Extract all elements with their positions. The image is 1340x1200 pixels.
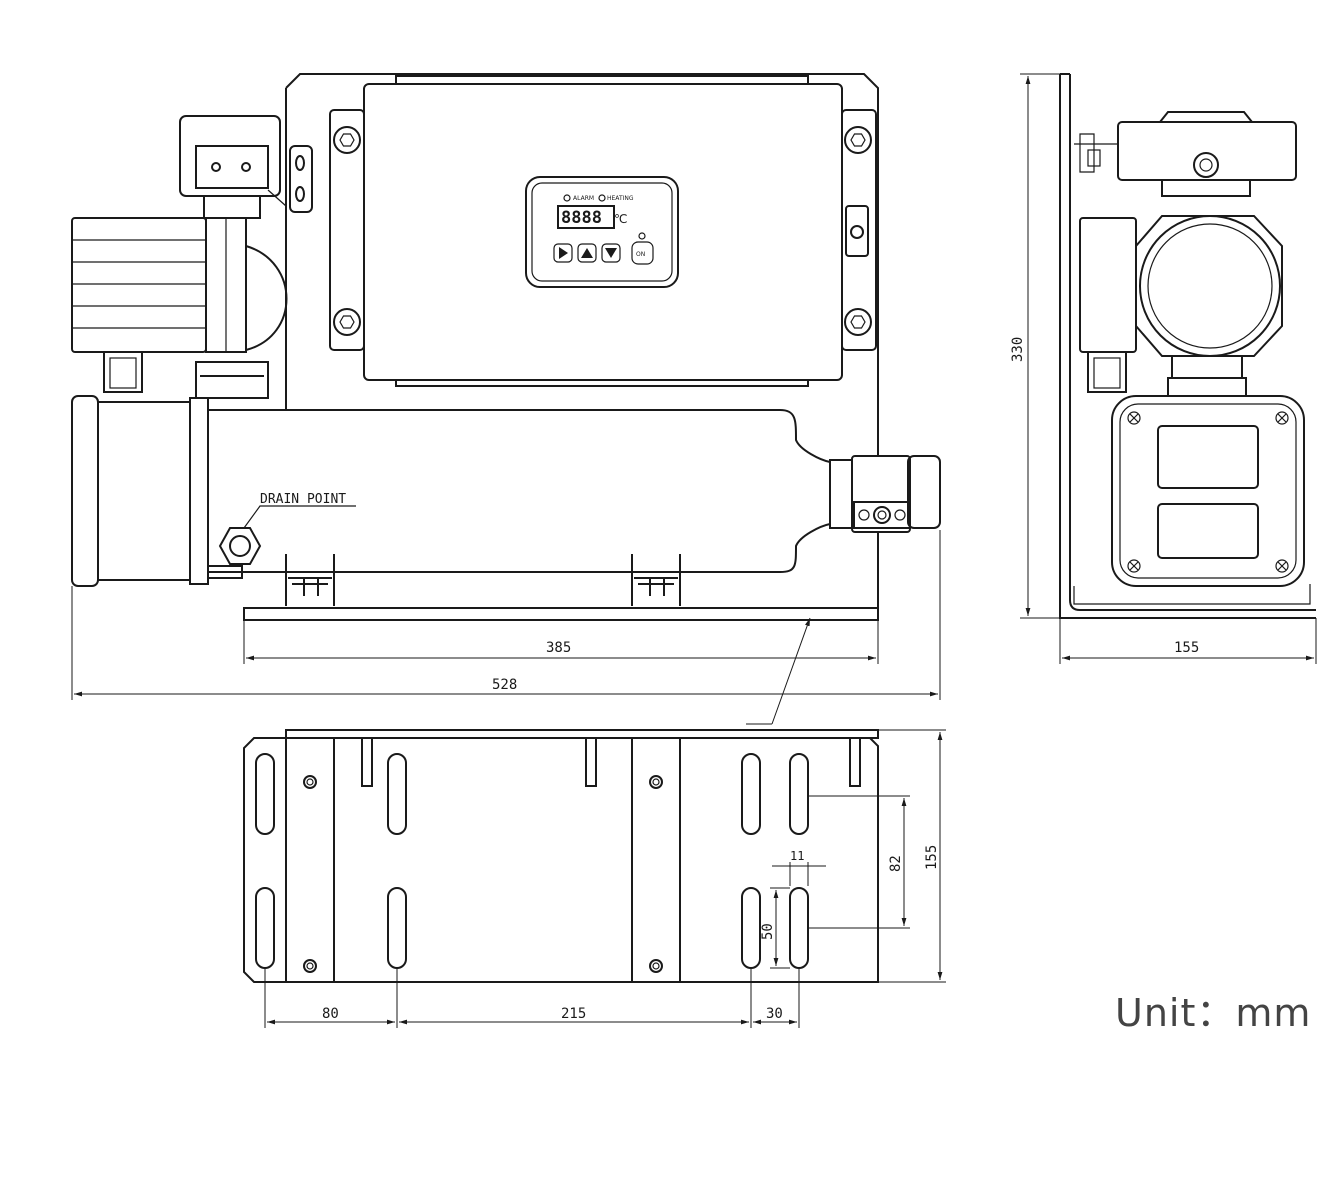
dim-side-depth: 155 <box>1174 640 1199 656</box>
base-plate-dimensions: 155 82 11 50 80 215 30 <box>264 729 946 1028</box>
screw-icon <box>1127 411 1141 425</box>
pump-volute <box>245 245 288 351</box>
down-button[interactable] <box>601 243 621 263</box>
pump-motor <box>71 217 207 353</box>
drain-leader-line <box>243 505 356 529</box>
mounting-slot <box>387 753 407 835</box>
mounting-plate-outline <box>285 73 879 610</box>
mounting-slot <box>255 887 275 969</box>
dim-slot-pitch: 82 <box>888 855 904 872</box>
drain-point-label: DRAIN POINT <box>260 492 346 507</box>
mounting-slot <box>741 753 761 835</box>
detail-pointer-line <box>771 617 811 725</box>
alarm-led-icon <box>563 194 571 202</box>
front-dimensions: 385 528 <box>71 530 941 725</box>
heating-indicator-label: HEATING <box>607 195 634 202</box>
screw-icon <box>1275 411 1289 425</box>
bolt-icon <box>333 126 361 154</box>
alarm-indicator-label: ALARM <box>573 195 594 202</box>
dim-pitch-left: 80 <box>322 1006 339 1022</box>
dim-side-height: 330 <box>1010 337 1026 362</box>
motor-junction-box <box>103 351 143 393</box>
front-view: ALARM HEATING 8888 ℃ ON <box>71 73 941 621</box>
dim-slot-width: 11 <box>790 849 804 863</box>
base-plate <box>243 607 879 621</box>
bolt-icon <box>844 308 872 336</box>
power-led-icon <box>638 232 646 240</box>
dim-slot-length: 50 <box>760 923 776 940</box>
unit-label: Unit：mm <box>1115 991 1312 1035</box>
screw-icon <box>1127 559 1141 573</box>
power-button[interactable]: ON <box>631 241 654 265</box>
heater-tank <box>195 409 831 573</box>
dim-overall-length: 528 <box>492 677 517 693</box>
mounting-slot <box>255 753 275 835</box>
side-dimensions: 330 155 <box>1010 73 1317 664</box>
base-plate-outline <box>243 737 879 983</box>
control-box <box>363 83 843 381</box>
play-arrow-icon <box>559 247 568 259</box>
mounting-slot <box>789 753 809 835</box>
next-button[interactable] <box>553 243 573 263</box>
display-unit: ℃ <box>614 212 627 226</box>
side-view <box>1059 73 1316 619</box>
dim-pitch-right: 30 <box>766 1006 783 1022</box>
outlet-connector <box>851 455 911 533</box>
side-pump-body <box>1135 215 1283 357</box>
display-digits: 8888 <box>561 208 602 228</box>
dim-pitch-middle: 215 <box>561 1006 586 1022</box>
heating-led-icon <box>598 194 606 202</box>
screw-icon <box>1275 559 1289 573</box>
up-button[interactable] <box>577 243 597 263</box>
down-arrow-icon <box>605 248 617 258</box>
mounting-slot <box>387 887 407 969</box>
power-button-label: ON <box>636 251 645 258</box>
terminal-block <box>195 145 269 189</box>
bolt-icon <box>844 126 872 154</box>
tank-inlet-flange <box>71 395 99 587</box>
dim-base-length: 385 <box>546 640 571 656</box>
temperature-controller: ALARM HEATING 8888 ℃ ON <box>525 176 679 288</box>
bolt-icon <box>333 308 361 336</box>
mounting-slot <box>789 887 809 969</box>
side-tank-end <box>1111 395 1305 587</box>
mounting-slot <box>741 887 761 969</box>
drain-plug <box>218 527 262 565</box>
dim-plate-depth: 155 <box>924 845 940 870</box>
base-plate-detail <box>243 729 879 983</box>
temperature-display <box>557 205 615 229</box>
up-arrow-icon <box>581 248 593 258</box>
